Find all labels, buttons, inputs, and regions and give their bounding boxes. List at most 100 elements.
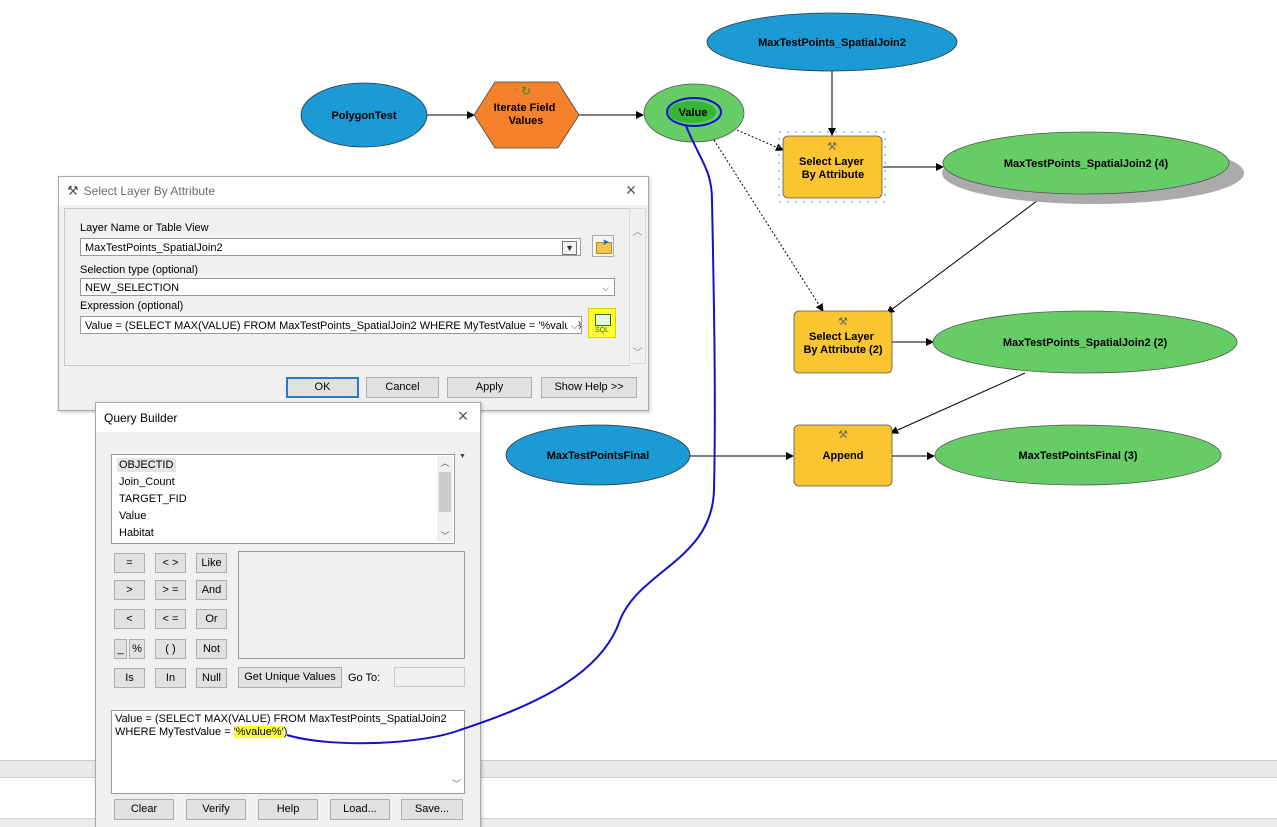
dialog-titlebar[interactable]: Query Builder × xyxy=(96,403,480,432)
node-label-line: Select Layer xyxy=(809,331,875,343)
field-list-item[interactable]: TARGET_FID xyxy=(119,493,187,505)
hammer-icon: ⚒ xyxy=(827,141,837,153)
op-or-button[interactable]: Or xyxy=(196,609,227,629)
close-icon[interactable]: × xyxy=(457,406,469,426)
node-value[interactable]: Value xyxy=(643,83,745,143)
unique-values-list[interactable] xyxy=(238,551,465,659)
chevron-down-icon[interactable]: ⌵ xyxy=(568,317,578,333)
selection-type-value: NEW_SELECTION xyxy=(85,282,180,294)
connector-output2-append xyxy=(890,372,1026,434)
verify-button[interactable]: Verify xyxy=(186,799,246,820)
node-maxtestpointsfinal[interactable]: MaxTestPointsFinal xyxy=(505,424,691,486)
op-in-button[interactable]: In xyxy=(155,668,186,688)
cancel-button[interactable]: Cancel xyxy=(366,377,439,398)
chevron-down-icon[interactable]: ﹀ xyxy=(451,779,461,789)
select-layer-by-attribute-dialog[interactable]: ⚒ Select Layer By Attribute × ︿ ﹀ Layer … xyxy=(58,176,649,411)
sql-button[interactable]: SQL xyxy=(588,308,616,338)
selection-type-dropdown[interactable]: NEW_SELECTION ⌵ xyxy=(80,278,615,296)
field-list[interactable]: OBJECTID Join_Count TARGET_FID Value Hab… xyxy=(111,454,455,544)
op-like-button[interactable]: Like xyxy=(196,553,227,573)
node-label-line: Select Layer xyxy=(799,156,865,168)
get-unique-values-button[interactable]: Get Unique Values xyxy=(238,667,342,688)
layer-label: Layer Name or Table View xyxy=(80,222,209,234)
help-button[interactable]: Help xyxy=(258,799,318,820)
expression-textarea[interactable]: Value = (SELECT MAX(VALUE) FROM MaxTestP… xyxy=(111,710,465,794)
sql-icon xyxy=(595,314,611,326)
scroll-thumb[interactable] xyxy=(439,472,451,512)
node-label: MaxTestPoints_SpatialJoin2 (4) xyxy=(1004,158,1169,170)
op-underscore-button[interactable]: _ xyxy=(114,639,127,659)
field-list-item[interactable]: Join_Count xyxy=(119,476,175,488)
list-scrollbar[interactable]: ︿ ﹀ xyxy=(437,456,453,542)
node-label-line: By Attribute (2) xyxy=(803,344,882,356)
field-list-item[interactable]: Value xyxy=(119,510,147,522)
scroll-up-icon[interactable]: ︿ xyxy=(440,458,450,468)
node-label: MaxTestPoints_SpatialJoin2 (2) xyxy=(1003,337,1168,349)
close-icon[interactable]: × xyxy=(625,180,637,200)
op-parentheses-button[interactable]: ( ) xyxy=(155,639,186,659)
clear-button[interactable]: Clear xyxy=(114,799,174,820)
expression-field[interactable]: Value = (SELECT MAX(VALUE) FROM MaxTestP… xyxy=(80,316,582,334)
dialog-scrollbar[interactable]: ︿ ﹀ xyxy=(629,208,646,364)
op-null-button[interactable]: Null xyxy=(196,668,227,688)
node-label-line: By Attribute xyxy=(802,169,865,181)
op-greater-button[interactable]: > xyxy=(114,580,145,600)
op-greater-equal-button[interactable]: > = xyxy=(155,580,186,600)
selection-type-label: Selection type (optional) xyxy=(80,264,199,276)
go-to-input[interactable] xyxy=(394,667,465,687)
scroll-down-icon[interactable]: ﹀ xyxy=(632,348,643,359)
op-less-equal-button[interactable]: < = xyxy=(155,609,186,629)
dropdown-arrow-icon[interactable]: ▼ xyxy=(562,241,577,255)
node-select-layer-by-attribute[interactable]: ⚒ Select Layer By Attribute xyxy=(778,131,886,203)
ok-button[interactable]: OK xyxy=(286,377,359,398)
go-to-label: Go To: xyxy=(348,672,381,684)
expression-line: Value = (SELECT MAX(VALUE) FROM MaxTestP… xyxy=(115,713,447,725)
node-maxtestpoints-spatialjoin2-2[interactable]: MaxTestPoints_SpatialJoin2 (2) xyxy=(932,310,1238,374)
node-maxtestpoints-spatialjoin2[interactable]: MaxTestPoints_SpatialJoin2 xyxy=(706,12,958,72)
apply-button[interactable]: Apply xyxy=(447,377,532,398)
op-percent-button[interactable]: % xyxy=(129,639,145,659)
node-label: MaxTestPointsFinal (3) xyxy=(1019,450,1138,462)
dialog-title: Query Builder xyxy=(104,410,178,425)
load-button[interactable]: Load... xyxy=(330,799,390,820)
op-less-button[interactable]: < xyxy=(114,609,145,629)
connector-value-select2-precondition xyxy=(713,139,824,312)
layer-value: MaxTestPoints_SpatialJoin2 xyxy=(85,242,223,254)
hammer-icon: ⚒ xyxy=(838,316,848,328)
op-not-button[interactable]: Not xyxy=(196,639,227,659)
op-and-button[interactable]: And xyxy=(196,580,227,600)
list-options-arrow-icon[interactable]: ▼ xyxy=(459,453,466,460)
scroll-up-icon[interactable]: ︿ xyxy=(632,227,643,238)
op-is-button[interactable]: Is xyxy=(114,668,145,688)
layer-dropdown[interactable]: MaxTestPoints_SpatialJoin2 ▼ xyxy=(80,238,581,256)
scroll-down-icon[interactable]: ﹀ xyxy=(440,531,450,541)
node-maxtestpointsfinal-3[interactable]: MaxTestPointsFinal (3) xyxy=(934,424,1222,486)
highlighted-value: '%value%' xyxy=(233,726,284,738)
expression-text: ) xyxy=(283,726,288,738)
status-strip xyxy=(0,818,1277,827)
node-append[interactable]: ⚒ Append xyxy=(793,424,893,487)
op-not-equal-button[interactable]: < > xyxy=(155,553,186,573)
query-builder-dialog[interactable]: Query Builder × OBJECTID Join_Count TARG… xyxy=(95,402,481,827)
field-name: OBJECTID xyxy=(117,458,177,472)
hammer-icon: ⚒ xyxy=(838,429,848,441)
node-polygontest[interactable]: PolygonTest xyxy=(300,82,428,148)
show-help-button[interactable]: Show Help >> xyxy=(541,377,637,398)
node-maxtestpoints-spatialjoin2-4[interactable]: MaxTestPoints_SpatialJoin2 (4) xyxy=(942,131,1244,204)
field-list-item[interactable]: Habitat xyxy=(119,527,154,539)
field-list-item[interactable]: OBJECTID xyxy=(112,457,454,474)
node-select-layer-by-attribute-2[interactable]: ⚒ Select Layer By Attribute (2) xyxy=(793,310,893,374)
dialog-title: Select Layer By Attribute xyxy=(83,184,216,198)
expression-line: WHERE MyTestValue = '%value%') xyxy=(115,726,461,739)
node-iterate-field-values[interactable]: ↻ Iterate Field Values xyxy=(473,81,580,149)
dialog-titlebar[interactable]: ⚒ Select Layer By Attribute × xyxy=(59,177,648,205)
node-label: Select Layer By Attribute xyxy=(799,156,867,181)
chevron-down-icon[interactable]: ⌵ xyxy=(602,283,609,293)
refresh-icon: ↻ xyxy=(521,84,531,98)
browse-folder-icon[interactable]: ➤ xyxy=(592,235,614,257)
node-label: Select Layer By Attribute (2) xyxy=(803,331,882,356)
save-button[interactable]: Save... xyxy=(401,799,463,820)
expression-text: WHERE MyTestValue = xyxy=(115,726,234,738)
sql-icon-label: SQL xyxy=(594,327,609,334)
op-equals-button[interactable]: = xyxy=(114,553,145,573)
